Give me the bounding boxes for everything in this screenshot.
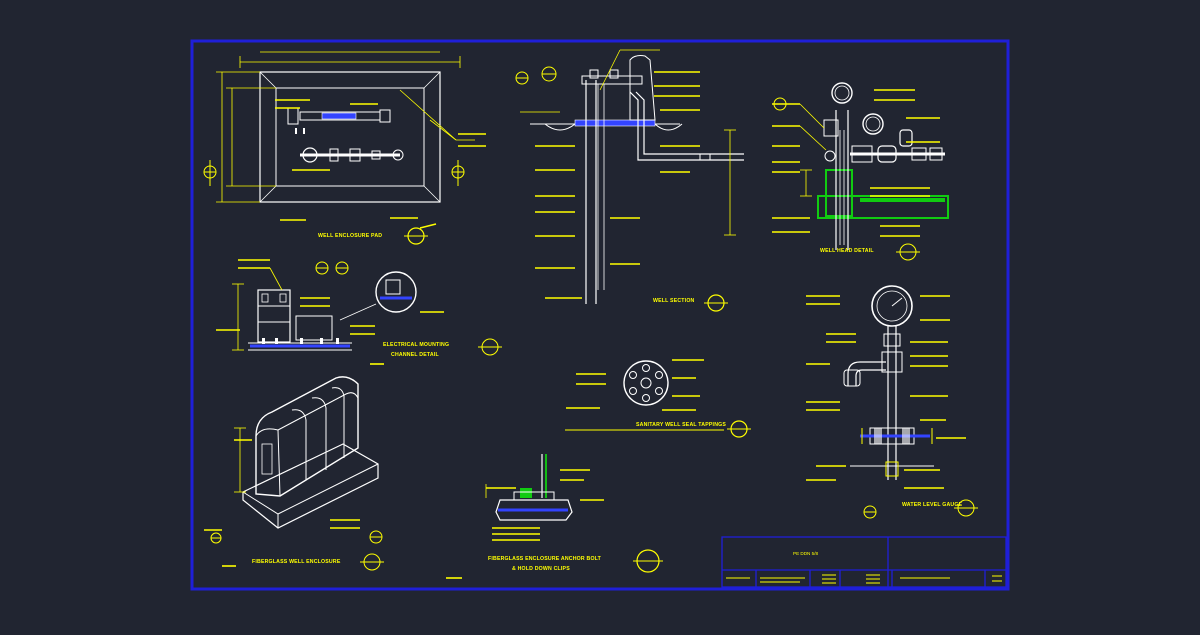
well-section-detail: WELL SECTION bbox=[515, 49, 744, 312]
well-head-detail-title: WELL HEAD DETAIL bbox=[820, 248, 874, 254]
title-block-text: PE DDN 5/8 bbox=[726, 551, 1002, 584]
title-block bbox=[721, 536, 1007, 588]
electrical-mounting-detail: ELECTRICAL MOUNTING CHANNEL DETAIL bbox=[216, 259, 502, 365]
sanitary-seal-title: SANITARY WELL SEAL TAPPINGS bbox=[636, 422, 726, 428]
well-enclosure-pad-detail: WELL ENCLOSURE PAD bbox=[203, 51, 486, 245]
well-enclosure-pad-title: WELL ENCLOSURE PAD bbox=[318, 233, 382, 239]
title-block-sheet-text: PE DDN 5/8 bbox=[793, 551, 818, 556]
electrical-mounting-title-2: CHANNEL DETAIL bbox=[391, 352, 439, 358]
anchor-bolt-title-2: & HOLD DOWN CLIPS bbox=[512, 566, 570, 572]
well-section-title: WELL SECTION bbox=[653, 298, 695, 304]
water-level-gauge-detail: WATER LEVEL GAUGE bbox=[806, 285, 978, 519]
water-level-gauge-title: WATER LEVEL GAUGE bbox=[902, 502, 963, 508]
sanitary-seal-detail: SANITARY WELL SEAL TAPPINGS bbox=[565, 359, 751, 438]
fiberglass-enclosure-detail: FIBERGLASS WELL ENCLOSURE bbox=[204, 376, 384, 571]
electrical-mounting-title-1: ELECTRICAL MOUNTING bbox=[383, 342, 449, 348]
sheet-border bbox=[190, 39, 1010, 591]
anchor-bolt-detail: FIBERGLASS ENCLOSURE ANCHOR BOLT & HOLD … bbox=[446, 454, 663, 579]
well-head-detail: WELL HEAD DETAIL bbox=[772, 82, 949, 261]
fiberglass-enclosure-title: FIBERGLASS WELL ENCLOSURE bbox=[252, 559, 341, 565]
anchor-bolt-title-1: FIBERGLASS ENCLOSURE ANCHOR BOLT bbox=[488, 556, 602, 562]
